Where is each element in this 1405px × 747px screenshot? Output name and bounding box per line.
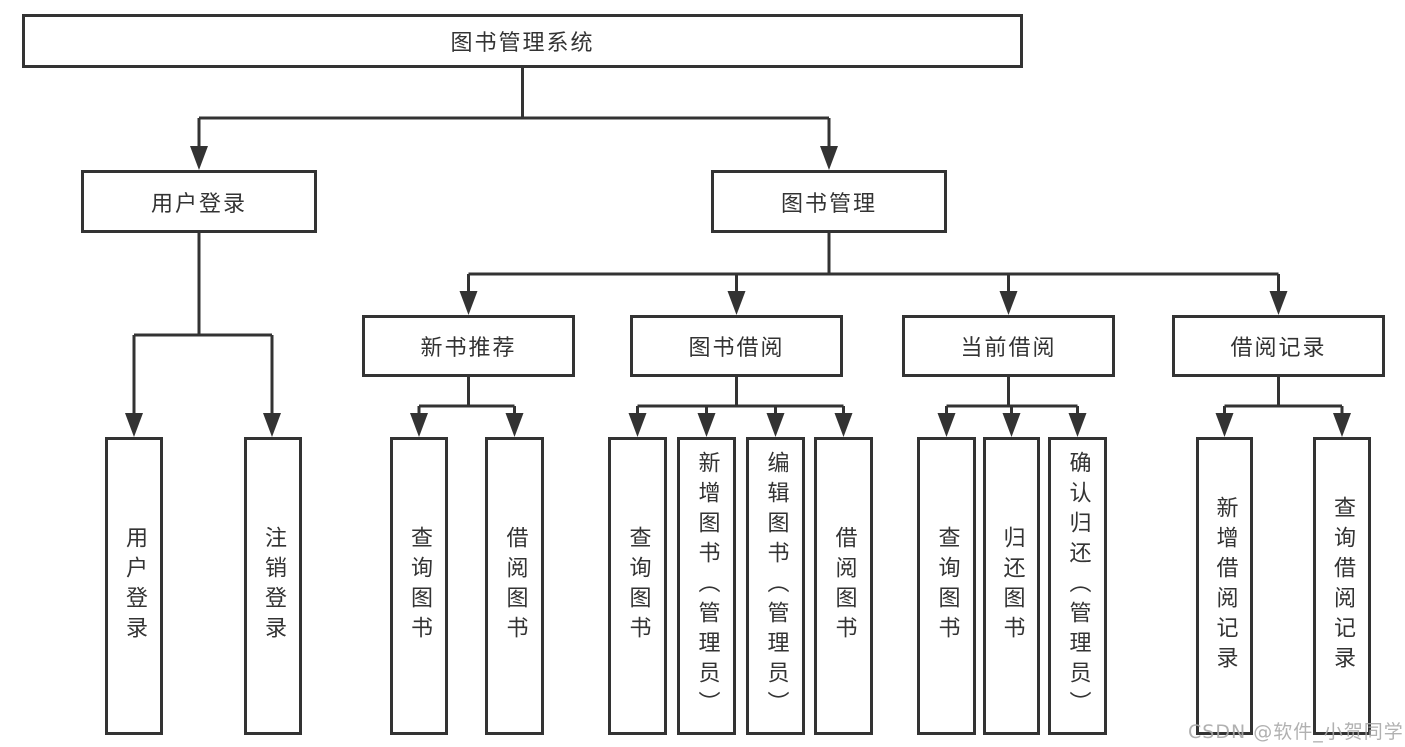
leaf-add-books-admin-label: 新增图书（管理员） <box>694 451 720 721</box>
node-book-management-label: 图书管理 <box>780 191 877 217</box>
leaf-confirm-return-admin-label: 确认归还（管理员） <box>1065 451 1091 721</box>
leaf-add-borrow-record-label: 新增借阅记录 <box>1212 496 1238 676</box>
node-current-borrowing-label: 当前借阅 <box>960 336 1057 361</box>
leaf-query-books-recommend-label: 查询图书 <box>407 526 432 646</box>
leaf-user-login-label: 用户登录 <box>122 526 147 646</box>
leaf-query-books-current: 查询图书 <box>917 437 976 735</box>
node-user-login: 用户登录 <box>81 170 317 233</box>
leaf-borrow-books-recommend-label: 借阅图书 <box>502 526 528 646</box>
leaf-borrow-books-recommend: 借阅图书 <box>485 437 544 735</box>
leaf-query-books-borrowing-label: 查询图书 <box>625 526 651 646</box>
leaf-query-books-borrowing: 查询图书 <box>608 437 667 735</box>
node-borrowing-records-label: 借阅记录 <box>1230 336 1327 361</box>
node-new-book-recommend-label: 新书推荐 <box>420 336 517 361</box>
leaf-confirm-return-admin: 确认归还（管理员） <box>1048 437 1107 735</box>
leaf-borrow-books-borrowing: 借阅图书 <box>814 437 873 735</box>
node-borrowing-records: 借阅记录 <box>1172 315 1385 377</box>
node-new-book-recommend: 新书推荐 <box>362 315 575 377</box>
leaf-query-borrow-record: 查询借阅记录 <box>1313 437 1371 735</box>
leaf-return-books: 归还图书 <box>983 437 1040 735</box>
leaf-edit-books-admin-label: 编辑图书（管理员） <box>763 451 789 721</box>
node-root: 图书管理系统 <box>22 14 1023 68</box>
csdn-watermark: CSDN @软件_小贺同学 <box>1188 721 1404 743</box>
leaf-query-books-recommend: 查询图书 <box>390 437 448 735</box>
leaf-return-books-label: 归还图书 <box>999 526 1025 646</box>
node-current-borrowing: 当前借阅 <box>902 315 1115 377</box>
leaf-borrow-books-borrowing-label: 借阅图书 <box>831 526 857 646</box>
node-book-management: 图书管理 <box>711 170 947 233</box>
leaf-add-borrow-record: 新增借阅记录 <box>1196 437 1253 735</box>
leaf-edit-books-admin: 编辑图书（管理员） <box>746 437 805 735</box>
leaf-query-borrow-record-label: 查询借阅记录 <box>1330 496 1355 676</box>
leaf-user-login: 用户登录 <box>105 437 163 735</box>
leaf-logout-login: 注销登录 <box>244 437 302 735</box>
leaf-query-books-current-label: 查询图书 <box>934 526 960 646</box>
node-book-borrowing: 图书借阅 <box>630 315 843 377</box>
leaf-logout-login-label: 注销登录 <box>261 526 286 646</box>
node-root-label: 图书管理系统 <box>450 31 595 56</box>
leaf-add-books-admin: 新增图书（管理员） <box>677 437 736 735</box>
node-book-borrowing-label: 图书借阅 <box>688 336 785 361</box>
node-user-login-label: 用户登录 <box>150 191 247 217</box>
